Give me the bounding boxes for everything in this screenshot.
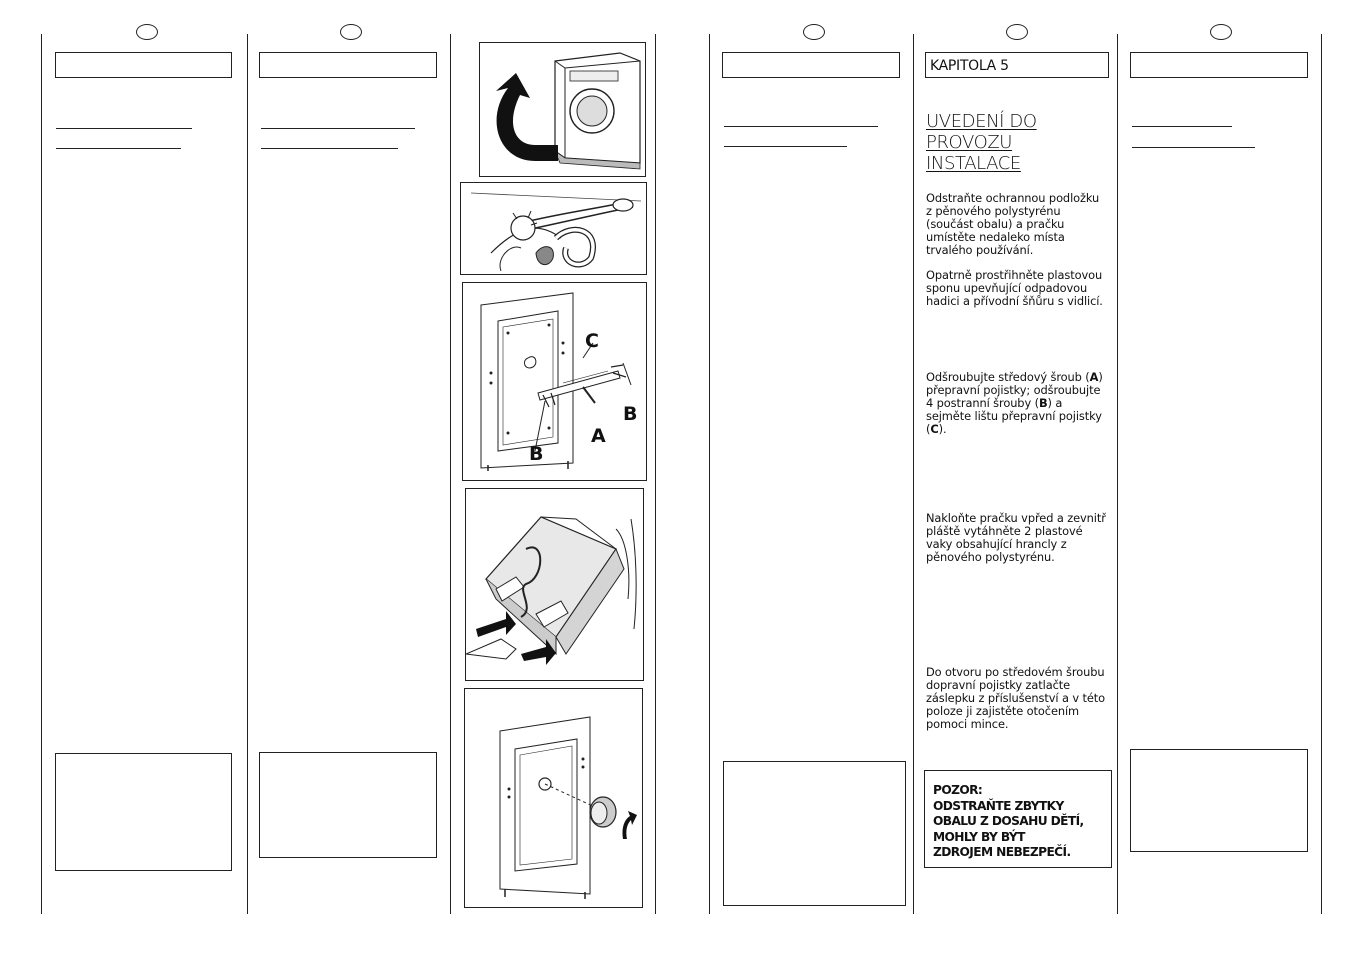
instruction-cut-clip: Opatrně prostřihněte plastovou sponu upe… — [926, 268, 1103, 308]
part-label-a: A — [1089, 370, 1099, 384]
figure-cut-clip — [460, 182, 647, 275]
column-divider — [1117, 34, 1118, 914]
back-panel-illustration: C B A B — [480, 292, 637, 471]
figure-label-a: A — [591, 425, 606, 447]
instruction-text: Odšroubujte středový šroub ( — [926, 370, 1090, 384]
figure-label-c: C — [585, 330, 599, 352]
warning-line: OBALU Z DOSAHU DĚTÍ, — [933, 814, 1084, 828]
washing-machine-illustration — [496, 52, 641, 170]
part-label-b: B — [1038, 396, 1048, 410]
column-divider — [655, 34, 656, 914]
heading-rule — [261, 128, 415, 129]
heading-line: INSTALACE — [926, 153, 1021, 174]
figure-insert-plug — [464, 688, 643, 908]
figure-label-b: B — [623, 403, 637, 425]
heading-rule — [1132, 147, 1255, 148]
language-marker — [136, 24, 158, 40]
instruction-text: ). — [938, 422, 947, 436]
heading-rule — [56, 128, 192, 129]
language-marker — [1210, 24, 1232, 40]
figure-remove-base — [479, 42, 646, 177]
note-box — [259, 752, 437, 858]
chapter-header-box — [1130, 52, 1308, 78]
column-divider — [709, 34, 710, 914]
chapter-header-box — [722, 52, 900, 78]
heading-rule — [261, 148, 398, 149]
warning-text: POZOR: ODSTRAŇTE ZBYTKY OBALU Z DOSAHU D… — [933, 783, 1084, 861]
figure-label-b: B — [529, 443, 543, 465]
warning-line: ODSTRAŇTE ZBYTKY — [933, 798, 1064, 813]
column-divider — [247, 34, 248, 914]
language-marker — [803, 24, 825, 40]
part-label-c: C — [930, 422, 939, 436]
column-divider — [913, 34, 914, 914]
heading-rule — [724, 146, 847, 147]
note-box — [55, 753, 232, 871]
note-box — [1130, 749, 1308, 852]
instruction-text: ) přepravní pojistky; odšroubujte 4 post… — [926, 370, 1103, 410]
column-divider — [450, 34, 451, 914]
warning-line: MOHLY BY BÝT — [933, 829, 1025, 844]
plug-insertion-illustration — [499, 716, 637, 899]
instruction-insert-plug: Do otvoru po středovém šroubu dopravní p… — [926, 665, 1106, 731]
scissors-illustration — [470, 192, 642, 272]
chapter-header-box — [925, 52, 1109, 78]
instruction-remove-base: Odstraňte ochrannou podložku z pěnového … — [926, 191, 1100, 257]
section-heading: UVEDENÍ DO PROVOZU INSTALACE — [926, 111, 1106, 174]
language-marker — [1006, 24, 1028, 40]
instruction-remove-bags: Nakloňte pračku vpřed a zevnitř pláště v… — [926, 511, 1106, 564]
language-marker — [340, 24, 362, 40]
chapter-header-box — [55, 52, 232, 78]
warning-line: POZOR: — [933, 783, 983, 797]
figure-unscrew-bolts: C B A B — [462, 282, 647, 481]
figure-remove-bags — [465, 488, 644, 681]
column-divider — [41, 34, 42, 914]
tilted-machine-illustration — [466, 516, 637, 665]
heading-rule — [56, 148, 181, 149]
instruction-text: ) a sejměte lištu přepravní pojistky ( — [926, 396, 1102, 436]
chapter-header-box — [259, 52, 437, 78]
heading-rule — [1132, 126, 1232, 127]
note-box — [723, 761, 906, 906]
heading-line: PROVOZU — [926, 132, 1013, 153]
column-divider — [1321, 34, 1322, 914]
warning-line: ZDROJEM NEBEZPEČÍ. — [933, 845, 1071, 859]
warning-box: POZOR: ODSTRAŇTE ZBYTKY OBALU Z DOSAHU D… — [924, 770, 1112, 868]
chapter-title: KAPITOLA 5 — [930, 58, 1009, 74]
heading-line: UVEDENÍ DO — [926, 111, 1037, 132]
heading-rule — [724, 126, 878, 127]
instruction-unscrew-bolts: Odšroubujte středový šroub (A) přepravní… — [926, 371, 1106, 436]
